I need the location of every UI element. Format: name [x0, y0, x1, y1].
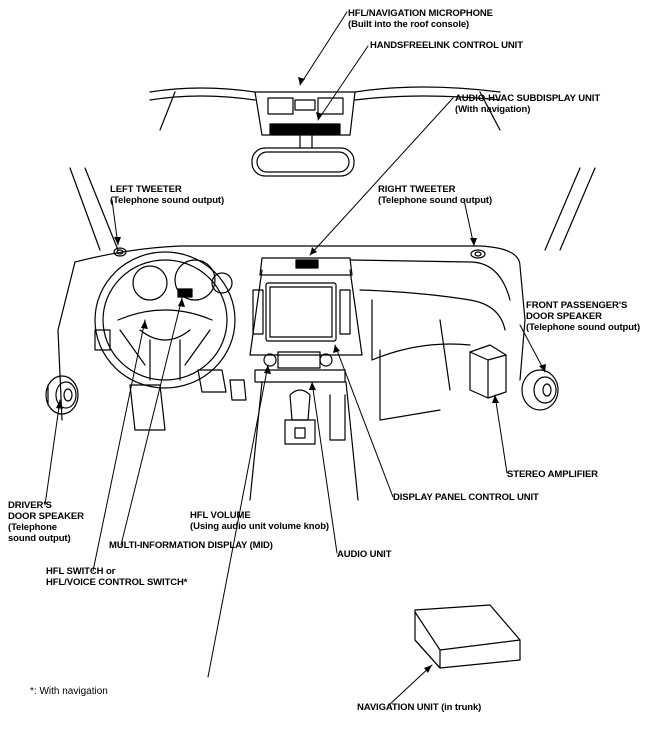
label-line: HANDSFREELINK CONTROL UNIT	[370, 40, 523, 51]
label-left-tweeter: LEFT TWEETER (Telephone sound output)	[110, 184, 224, 206]
label-subdisplay-unit: AUDIO-HVAC SUBDISPLAY UNIT (With navigat…	[455, 93, 600, 115]
label-line: (With navigation)	[455, 104, 531, 115]
dashboard-outline	[57, 245, 526, 421]
label-line: DOOR SPEAKER	[526, 311, 602, 322]
rear-view-mirror	[251, 135, 355, 177]
roof-console	[254, 91, 356, 136]
label-line: (Using audio unit volume knob)	[190, 521, 329, 532]
label-line: DOOR SPEAKER	[8, 511, 84, 522]
front-passenger-door-speaker	[521, 369, 559, 411]
label-audio-unit: AUDIO UNIT	[337, 549, 392, 560]
center-stack	[249, 257, 363, 383]
leader-lines	[44, 11, 546, 707]
label-line: NAVIGATION UNIT (in trunk)	[357, 702, 482, 713]
label-line: RIGHT TWEETER	[378, 184, 456, 195]
a-pillars	[69, 167, 596, 251]
label-line: FRONT PASSENGER'S	[526, 300, 628, 311]
label-line: (Built into the roof console)	[348, 19, 470, 30]
label-front-passenger-speaker: FRONT PASSENGER'S DOOR SPEAKER (Telephon…	[526, 300, 640, 333]
label-line: HFL SWITCH or	[46, 566, 116, 577]
label-mid: MULTI-INFORMATION DISPLAY (MID)	[109, 540, 273, 551]
driver-door-speaker	[45, 375, 79, 415]
pedals	[94, 329, 247, 431]
label-line: (Telephone sound output)	[526, 322, 641, 333]
label-line: AUDIO-HVAC SUBDISPLAY UNIT	[455, 93, 601, 104]
label-line: DRIVER'S	[8, 500, 52, 511]
right-tweeter	[470, 249, 486, 259]
label-line: MULTI-INFORMATION DISPLAY (MID)	[109, 540, 273, 551]
label-line: DISPLAY PANEL CONTROL UNIT	[393, 492, 539, 503]
label-line: HFL/NAVIGATION MICROPHONE	[348, 8, 493, 19]
label-line: HFL/VOICE CONTROL SWITCH*	[46, 577, 188, 588]
windshield-frame	[149, 86, 501, 131]
label-line: HFL VOLUME	[190, 510, 251, 521]
label-microphone: HFL/NAVIGATION MICROPHONE (Built into th…	[348, 8, 493, 30]
label-line: (Telephone sound output)	[378, 195, 493, 206]
steering-wheel	[94, 251, 236, 389]
left-tweeter	[113, 247, 127, 257]
stereo-amplifier	[469, 344, 507, 399]
label-line: (Telephone	[8, 522, 57, 533]
footnote: *: With navigation	[30, 686, 108, 697]
label-driver-speaker: DRIVER'S DOOR SPEAKER (Telephone sound o…	[8, 500, 84, 544]
center-console	[249, 381, 359, 501]
label-line: STEREO AMPLIFIER	[507, 469, 598, 480]
navigation-unit	[414, 604, 521, 669]
label-navigation-unit: NAVIGATION UNIT (in trunk)	[357, 702, 481, 713]
label-line: AUDIO UNIT	[337, 549, 392, 560]
arrowheads	[56, 77, 546, 673]
label-line: sound output)	[8, 533, 71, 544]
instrument-gauges	[132, 259, 233, 301]
label-stereo-amplifier: STEREO AMPLIFIER	[507, 469, 598, 480]
label-hfl-switch: HFL SWITCH or HFL/VOICE CONTROL SWITCH*	[46, 566, 188, 588]
label-right-tweeter: RIGHT TWEETER (Telephone sound output)	[378, 184, 492, 206]
label-handsfree-unit: HANDSFREELINK CONTROL UNIT	[370, 40, 523, 51]
label-line: LEFT TWEETER	[110, 184, 182, 195]
label-hfl-volume: HFL VOLUME (Using audio unit volume knob…	[190, 510, 329, 532]
label-line: (Telephone sound output)	[110, 195, 225, 206]
label-display-panel: DISPLAY PANEL CONTROL UNIT	[393, 492, 539, 503]
